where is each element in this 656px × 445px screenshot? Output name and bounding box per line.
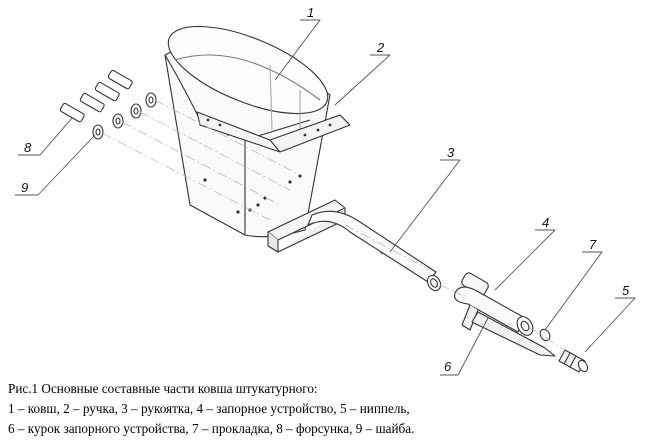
assembly-axis-lines	[101, 99, 566, 351]
callout-9: 9	[21, 180, 28, 195]
callout-1: 1	[307, 5, 314, 20]
caption-line-1: Рис.1 Основные составные части ковша шту…	[8, 381, 318, 396]
handle-band-part	[196, 111, 351, 153]
nipple-part	[558, 349, 589, 373]
caption-line-2: 1 – ковш, 2 – ручка, 3 – рукоятка, 4 – з…	[8, 401, 410, 416]
trigger-part	[471, 311, 556, 357]
bucket-part	[164, 25, 331, 238]
washer-parts	[92, 92, 157, 140]
callout-5: 5	[622, 283, 630, 298]
valve-body-part	[453, 272, 534, 336]
caption-line-3: 6 – курок запорного устройства, 7 – прок…	[8, 421, 415, 436]
leader-lines	[15, 19, 636, 376]
callout-3: 3	[447, 145, 455, 160]
exploded-diagram: 1 2 3 4 5 6 7 8 9	[15, 5, 636, 376]
nozzle-parts	[59, 69, 133, 123]
callout-4: 4	[542, 215, 549, 230]
grip-part	[267, 199, 442, 292]
gasket-part	[539, 328, 551, 342]
callout-6: 6	[444, 359, 452, 374]
callout-2: 2	[376, 40, 385, 55]
callout-7: 7	[589, 237, 597, 252]
callout-8: 8	[24, 140, 32, 155]
